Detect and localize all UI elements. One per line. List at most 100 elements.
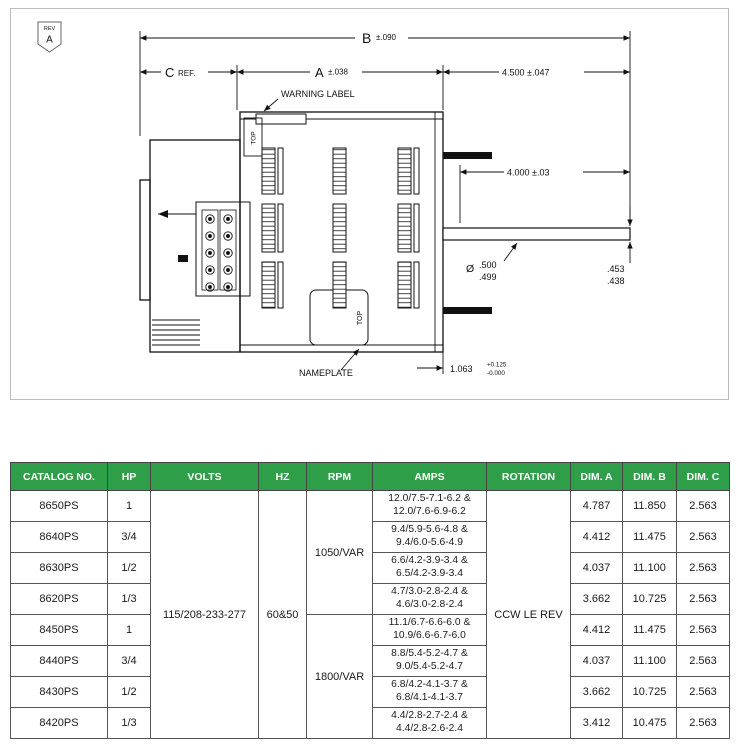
cell-dim-b: 11.100 xyxy=(622,645,677,677)
cell-dim-a: 3.662 xyxy=(570,583,623,615)
stud-top xyxy=(443,152,492,159)
cell-dim-a: 3.412 xyxy=(570,707,623,739)
lead-arrow xyxy=(158,210,168,218)
table-row: 8630PS 1/2 6.6/4.2-3.9-3.4 &6.5/4.2-3.9-… xyxy=(10,552,730,584)
dim-a-tol: ±.038 xyxy=(328,68,349,77)
cell-dim-c: 2.563 xyxy=(676,676,730,708)
terminals xyxy=(205,214,233,292)
cell-dim-c: 2.563 xyxy=(676,552,730,584)
table-row: 8440PS 3/4 8.8/5.4-5.2-4.7 &9.0/5.4-5.2-… xyxy=(10,645,730,677)
shaft xyxy=(442,227,631,241)
cell-dim-b: 10.725 xyxy=(622,676,677,708)
cell-dim-c: 2.563 xyxy=(676,645,730,677)
amps-line-1: 11.1/6.7-6.6-6.0 & xyxy=(388,617,471,629)
cell-dim-c: 2.563 xyxy=(676,521,730,553)
cell-catalog: 8630PS xyxy=(10,552,108,584)
cell-dim-a: 4.787 xyxy=(570,490,623,522)
cell-volts: 115/208-233-277 xyxy=(150,490,259,739)
spec-table: CATALOG NO. HP VOLTS HZ RPM AMPS ROTATIO… xyxy=(10,462,730,739)
cell-amps: 12.0/7.5-7.1-6.2 &12.0/7.6-6.9-6.2 xyxy=(372,490,487,522)
cell-dim-c: 2.563 xyxy=(676,707,730,739)
dim-1063-label: 1.063 xyxy=(450,364,473,374)
dim-b-label: B xyxy=(362,30,371,46)
cell-amps: 4.7/3.0-2.8-2.4 &4.6/3.0-2.8-2.4 xyxy=(372,583,487,615)
table-row: 8640PS 3/4 9.4/5.9-5.6-4.8 &9.4/6.0-5.6-… xyxy=(10,521,730,553)
top-rear-label: TOP xyxy=(251,131,258,144)
cell-hp: 1/2 xyxy=(107,552,151,584)
cell-catalog: 8420PS xyxy=(10,707,108,739)
cell-hp: 1 xyxy=(107,614,151,646)
connector-tab xyxy=(178,255,188,262)
shaft-end-lower: .438 xyxy=(607,276,625,286)
cell-dim-c: 2.563 xyxy=(676,490,730,522)
col-header-rotation: ROTATION xyxy=(486,462,571,491)
terminal-block xyxy=(158,201,251,297)
col-header-hp: HP xyxy=(107,462,151,491)
amps-line-2: 4.6/3.0-2.8-2.4 xyxy=(396,599,463,610)
cell-hp: 1 xyxy=(107,490,151,522)
cell-catalog: 8640PS xyxy=(10,521,108,553)
table-row: 8650PS 1 115/208-233-277 60&50 1050/VAR … xyxy=(10,490,730,739)
motor-drawing-svg: REV A xyxy=(10,8,729,400)
dim-b-tol: ±.090 xyxy=(376,33,397,42)
amps-line-2: 10.9/6.6-6.7-6.0 xyxy=(393,630,466,641)
cell-rotation: CCW LE REV xyxy=(486,490,571,739)
vent-slots xyxy=(261,147,420,309)
col-header-dim-a: DIM. A xyxy=(570,462,623,491)
warning-label-text: WARNING LABEL xyxy=(281,89,355,99)
dim-1063-tol-minus: -0.000 xyxy=(487,370,505,377)
amps-line-2: 9.4/6.0-5.6-4.9 xyxy=(396,537,463,548)
amps-line-2: 4.4/2.8-2.6-2.4 xyxy=(396,723,463,734)
cell-dim-b: 11.475 xyxy=(622,614,677,646)
dim-1063-tol-plus: +0.125 xyxy=(487,362,507,369)
col-header-volts: VOLTS xyxy=(150,462,259,491)
cell-hp: 1/3 xyxy=(107,707,151,739)
rev-small-label: REV xyxy=(44,26,56,32)
cell-catalog: 8620PS xyxy=(10,583,108,615)
shaft-dia-upper: .500 xyxy=(479,260,497,270)
cell-dim-a: 4.412 xyxy=(570,614,623,646)
warning-label-plate xyxy=(255,113,307,125)
cell-rpm-group-2: 1800/VAR xyxy=(306,614,373,739)
cell-rpm-group-1: 1050/VAR xyxy=(306,490,373,615)
cell-catalog: 8440PS xyxy=(10,645,108,677)
dim-c-ref: REF. xyxy=(178,69,195,78)
drawing-frame xyxy=(10,8,729,400)
cell-amps: 4.4/2.8-2.7-2.4 &4.4/2.8-2.6-2.4 xyxy=(372,707,487,739)
cell-amps: 8.8/5.4-5.2-4.7 &9.0/5.4-5.2-4.7 xyxy=(372,645,487,677)
cell-catalog: 8450PS xyxy=(10,614,108,646)
top-front-label: TOP xyxy=(357,311,364,326)
cell-hp: 1/3 xyxy=(107,583,151,615)
cell-hp: 3/4 xyxy=(107,521,151,553)
motor-body xyxy=(139,111,444,353)
stud-bottom xyxy=(443,307,492,314)
cell-catalog: 8430PS xyxy=(10,676,108,708)
cell-catalog: 8650PS xyxy=(10,490,108,522)
amps-line-2: 6.8/4.1-4.1-3.7 xyxy=(396,692,463,703)
shaft-end-upper: .453 xyxy=(607,264,625,274)
cell-hz: 60&50 xyxy=(258,490,307,739)
drawing-labels: B ±.090 C REF. A ±.038 4.500 ±.047 WARNI… xyxy=(165,30,625,378)
cell-dim-c: 2.563 xyxy=(676,583,730,615)
cell-amps: 11.1/6.7-6.6-6.0 &10.9/6.6-6.7-6.0 xyxy=(372,614,487,646)
amps-line-1: 6.8/4.2-4.1-3.7 & xyxy=(391,679,468,691)
col-header-hz: HZ xyxy=(258,462,307,491)
header-row: CATALOG NO. HP VOLTS HZ RPM AMPS ROTATIO… xyxy=(10,462,730,491)
amps-line-1: 8.8/5.4-5.2-4.7 & xyxy=(391,648,468,660)
rev-flag: REV A xyxy=(37,21,62,53)
col-header-dim-c: DIM. C xyxy=(676,462,730,491)
cell-dim-b: 10.475 xyxy=(622,707,677,739)
col-header-catalog: CATALOG NO. xyxy=(10,462,108,491)
amps-line-1: 4.7/3.0-2.8-2.4 & xyxy=(391,586,468,598)
cell-dim-b: 10.725 xyxy=(622,583,677,615)
dim-4500-label: 4.500 ±.047 xyxy=(502,68,549,78)
table-row: 8620PS 1/3 4.7/3.0-2.8-2.4 &4.6/3.0-2.8-… xyxy=(10,583,730,615)
shaft-dia-symbol: Ø xyxy=(466,263,474,275)
technical-drawing: REV A xyxy=(10,8,729,400)
col-header-dim-b: DIM. B xyxy=(622,462,677,491)
col-header-amps: AMPS xyxy=(372,462,487,491)
cell-dim-a: 3.662 xyxy=(570,676,623,708)
shaft-assembly xyxy=(442,152,631,314)
cell-dim-a: 4.037 xyxy=(570,645,623,677)
cell-hp: 3/4 xyxy=(107,645,151,677)
